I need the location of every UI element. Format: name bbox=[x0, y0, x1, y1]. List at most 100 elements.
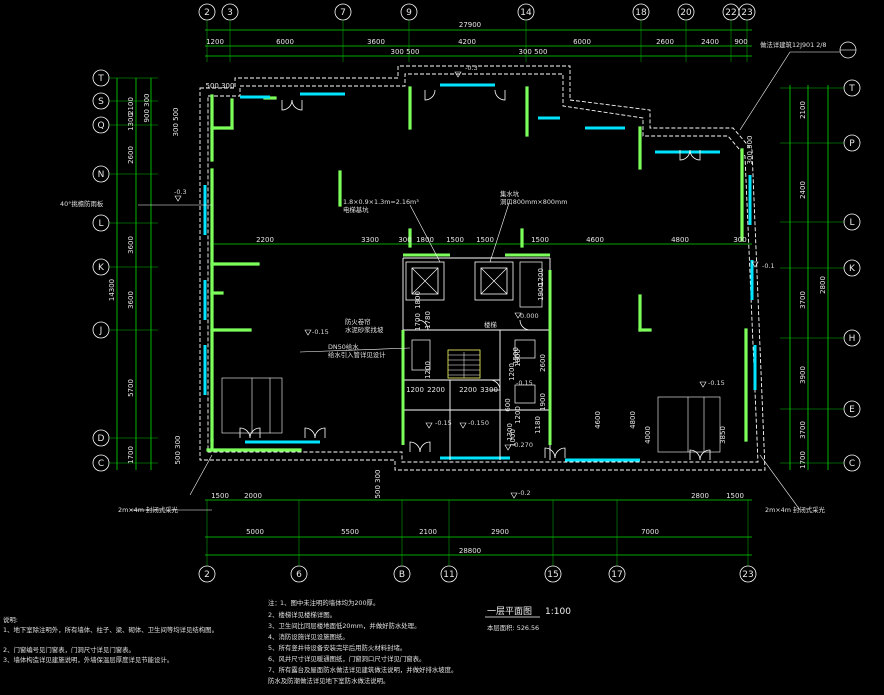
level-5: -0.15 bbox=[435, 419, 452, 427]
left-total-dim: 14300 bbox=[108, 279, 116, 301]
right-axis-H: H bbox=[849, 334, 856, 344]
left-sub-2: 300 500 bbox=[172, 108, 180, 137]
ramp-annotation: 40°挑檐防雨板 bbox=[60, 199, 104, 208]
sump-annotation-1: 集水坑 bbox=[500, 189, 520, 198]
top-total-dim: 27900 bbox=[459, 21, 481, 29]
left-dim-2: 1300 bbox=[127, 113, 135, 131]
core-dim: 2600 bbox=[539, 354, 547, 372]
core-dim: 1200 bbox=[424, 361, 432, 379]
bottom-axis-15: 15 bbox=[547, 570, 558, 580]
title-block: 一层平面图 1:100 本层面积: 526.56 bbox=[485, 606, 571, 632]
right-axis-P: P bbox=[849, 139, 855, 149]
drawing-scale: 1:100 bbox=[545, 607, 571, 617]
opening-left-annotation: 2m×4m 封闭式采光 bbox=[118, 505, 179, 514]
left-dim-5: 3600 bbox=[127, 291, 135, 309]
core-dim: 1900 bbox=[539, 393, 547, 411]
core-dim: 1500 bbox=[512, 347, 520, 365]
bottom-axis-2: 2 bbox=[204, 570, 210, 580]
opening-right-annotation: 2m×4m 封闭式采光 bbox=[765, 505, 826, 514]
bottom-dims: 5000 5500 2100 2900 7000 28800 1500 2000… bbox=[211, 492, 744, 555]
walls bbox=[206, 86, 748, 452]
bottom-dim-1: 5000 bbox=[246, 528, 264, 536]
core-dim: 600 bbox=[504, 398, 512, 411]
level-2: -0.3 bbox=[465, 64, 478, 72]
core-dim: 4600 bbox=[594, 411, 602, 429]
sump-annotation-2: 洞口800mm×800mm bbox=[500, 197, 567, 206]
top-dim-5: 6000 bbox=[573, 38, 591, 46]
core-dim: 4000 bbox=[644, 426, 652, 444]
notes-left-line-2: 2、门窗编号见门窗表，门洞尺寸详见门窗表。 bbox=[3, 645, 135, 654]
drawing-title: 一层平面图 bbox=[487, 606, 532, 617]
interior-dim-4: 1800 bbox=[416, 236, 434, 244]
duct-annotation-2: 电梯基坑 bbox=[343, 205, 369, 214]
bottom-sub-3: 2800 bbox=[691, 492, 709, 500]
core-dim: 1800 bbox=[414, 291, 422, 309]
interior-dim-7: 1500 bbox=[531, 236, 549, 244]
top-dims: 1200 6000 3600 4200 6000 2600 2400 900 5… bbox=[206, 38, 748, 90]
bottom-axis-6: 6 bbox=[296, 570, 302, 580]
notes-left: 说明: 1、地下室除注明外，所有墙体、柱子、梁、砌体、卫生间等均详见结构图。 2… bbox=[3, 615, 218, 664]
level-6: -0.150 bbox=[468, 419, 489, 427]
bottom-dim-5: 7000 bbox=[641, 528, 659, 536]
right-axis-L: L bbox=[849, 218, 854, 228]
level-4: -0.15 bbox=[312, 328, 329, 336]
top-sub-1: 500 300 bbox=[206, 82, 235, 90]
core-bottom-dim: 3300 bbox=[480, 386, 498, 394]
top-axis-18: 18 bbox=[635, 8, 647, 18]
interior-dim-1: 2200 bbox=[256, 236, 274, 244]
right-dim-5: 3700 bbox=[799, 421, 807, 439]
bottom-sub-1: 1500 bbox=[211, 492, 229, 500]
shaft-annotation-1: 防火卷帘 bbox=[345, 317, 371, 326]
left-axis-N: N bbox=[98, 170, 105, 180]
ref-annotation: 做法详建筑12J901 2/8 bbox=[760, 40, 826, 49]
notes-right-heading: 注： bbox=[268, 598, 281, 607]
room-annotation-1: 楼梯 bbox=[484, 320, 497, 329]
left-axis-C: C bbox=[98, 459, 104, 469]
bottom-dim-3: 2100 bbox=[419, 528, 437, 536]
right-dim-4: 3900 bbox=[799, 366, 807, 384]
top-axis-2: 2 bbox=[204, 8, 210, 18]
annotations: 40°挑檐防雨板 2m×4m 封闭式采光 2m×4m 封闭式采光 做法详建筑12… bbox=[60, 40, 826, 514]
right-sub-1: 300 500 bbox=[746, 136, 754, 165]
notes-right-line-7: 7、所有露台及屋面防水做法详见建筑做法说明，并做好排水坡度。 bbox=[268, 665, 457, 674]
left-axis-L: L bbox=[98, 219, 103, 229]
pipe-annotation-2: 给水引入管详见设计 bbox=[328, 350, 386, 359]
top-sub-3: 300 500 bbox=[519, 48, 548, 56]
core-dim: 1800 bbox=[514, 349, 522, 367]
level-8: -0.270 bbox=[512, 441, 533, 449]
level-11: -0.15 bbox=[516, 379, 533, 387]
notes-right-line-1: 1、图中未注明的墙体均为200厚。 bbox=[280, 598, 379, 607]
bottom-total-dim: 28800 bbox=[459, 547, 481, 555]
left-axis-J: J bbox=[99, 326, 103, 336]
pipe-annotation-1: DN50给水 bbox=[328, 342, 359, 351]
leader-lines bbox=[130, 51, 840, 511]
interior-dim-8: 4600 bbox=[586, 236, 604, 244]
interior-dim-2: 3300 bbox=[361, 236, 379, 244]
top-dim-1: 1200 bbox=[206, 38, 224, 46]
interior-dim-3: 300 bbox=[398, 236, 411, 244]
left-dim-3: 2600 bbox=[127, 146, 135, 164]
bottom-axis-11: 11 bbox=[443, 570, 454, 580]
level-values: -0.3 -0.3 -0.1 -0.15 -0.15 -0.150 0.000 … bbox=[174, 64, 775, 497]
top-axis-9: 9 bbox=[406, 8, 412, 18]
core-area bbox=[401, 253, 552, 460]
top-dim-3: 3600 bbox=[367, 38, 385, 46]
building-outline bbox=[199, 65, 766, 471]
bottom-axis-B: B bbox=[399, 570, 405, 580]
notes-right-line-4: 4、消防设施详见设施图纸。 bbox=[268, 632, 349, 641]
drawing-area: 本层面积: 526.56 bbox=[487, 623, 539, 632]
top-axis-3: 3 bbox=[227, 8, 233, 18]
notes-right-line-8: 防水及防潮做法详见地下室防水做法说明。 bbox=[268, 676, 389, 685]
dimension-lines bbox=[116, 29, 829, 556]
interior-dim-6: 1500 bbox=[476, 236, 494, 244]
left-dim-7: 1700 bbox=[127, 446, 135, 464]
level-markers bbox=[174, 71, 759, 499]
notes-left-line-1: 1、地下室除注明外，所有墙体、柱子、梁、砌体、卫生间等均详见结构图。 bbox=[3, 625, 218, 634]
left-axis-T: T bbox=[97, 74, 104, 84]
top-dim-8: 900 bbox=[734, 38, 747, 46]
bottom-sub-2: 2000 bbox=[244, 492, 262, 500]
bottom-axis-17: 17 bbox=[611, 570, 622, 580]
core-dim: 1300 bbox=[506, 423, 514, 441]
level-7: 0.000 bbox=[520, 312, 539, 320]
